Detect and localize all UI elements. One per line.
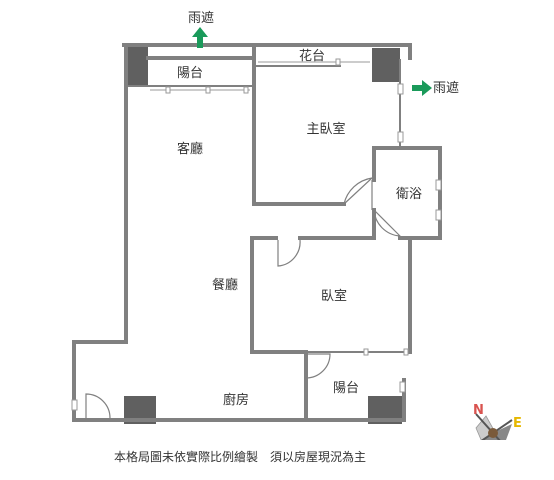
- pillars: [124, 44, 402, 424]
- awning-label-right: 雨遮: [433, 80, 459, 96]
- door-master-bedroom: [343, 177, 374, 205]
- walls: [72, 43, 442, 422]
- room-label-balcony-top: 陽台: [177, 66, 203, 81]
- room-label-bedroom: 臥室: [321, 288, 347, 304]
- disclaimer-note: 本格局圖未依實際比例繪製 須以房屋現況為主: [113, 450, 366, 464]
- room-label-living-room: 客廳: [177, 141, 203, 157]
- compass-n: N: [473, 403, 484, 418]
- compass-icon: N E S W: [473, 403, 522, 440]
- room-label-dining-room: 餐廳: [212, 277, 238, 293]
- door-kitchen: [85, 393, 111, 419]
- door-bathroom: [373, 209, 402, 237]
- door-balcony: [305, 353, 331, 379]
- awning-right-arrow: [412, 80, 432, 96]
- room-label-master-bedroom: 主臥室: [306, 121, 345, 137]
- windows: [71, 58, 442, 411]
- pillar: [372, 48, 400, 82]
- compass-e: E: [513, 416, 522, 431]
- door-bedroom: [277, 239, 301, 267]
- awning-label-top: 雨遮: [188, 10, 214, 26]
- room-label-balcony-bottom: 陽台: [333, 381, 359, 396]
- room-label-kitchen: 廚房: [223, 392, 249, 408]
- floor-plan: 陽台 花台 主臥室 客廳 衛浴 餐廳 臥室 廚房 陽台 雨遮 雨遮 N E S …: [71, 10, 522, 440]
- doors: [85, 177, 402, 419]
- awning-top-arrow: [192, 27, 208, 48]
- room-label-planter: 花台: [299, 48, 325, 64]
- room-label-bathroom: 衛浴: [396, 187, 422, 202]
